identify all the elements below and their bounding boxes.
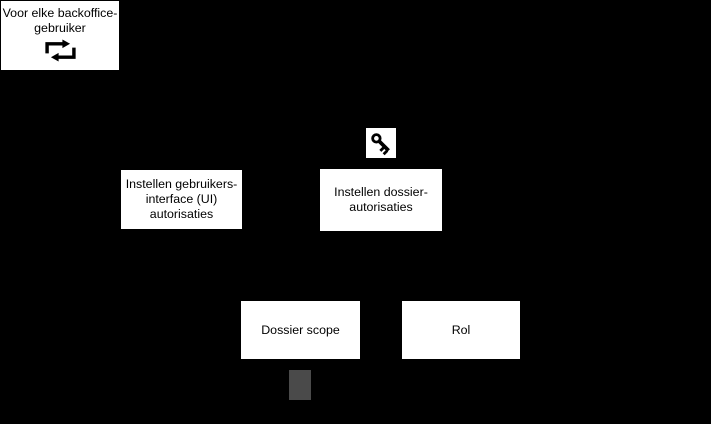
box-dossier-scope: Dossier scope	[241, 301, 360, 359]
task-instellen-dossier-autorisaties-label: Instellen dossier- autorisaties	[334, 185, 428, 214]
loop-arrows-icon	[44, 39, 77, 62]
box-rol-label: Rol	[451, 322, 471, 337]
task-instellen-ui-autorisaties-label: Instellen gebruikers- interface (UI) aut…	[125, 177, 238, 221]
loop-annotation-label: Voor elke backoffice- gebruiker	[2, 6, 118, 35]
loop-annotation-box: Voor elke backoffice- gebruiker	[0, 0, 120, 71]
box-dossier-scope-label: Dossier scope	[261, 322, 340, 337]
gray-partial-shape	[289, 370, 311, 400]
box-rol: Rol	[402, 301, 520, 359]
task-instellen-dossier-autorisaties: Instellen dossier- autorisaties	[320, 169, 442, 231]
task-instellen-ui-autorisaties: Instellen gebruikers- interface (UI) aut…	[121, 170, 242, 229]
key-icon	[366, 128, 396, 158]
